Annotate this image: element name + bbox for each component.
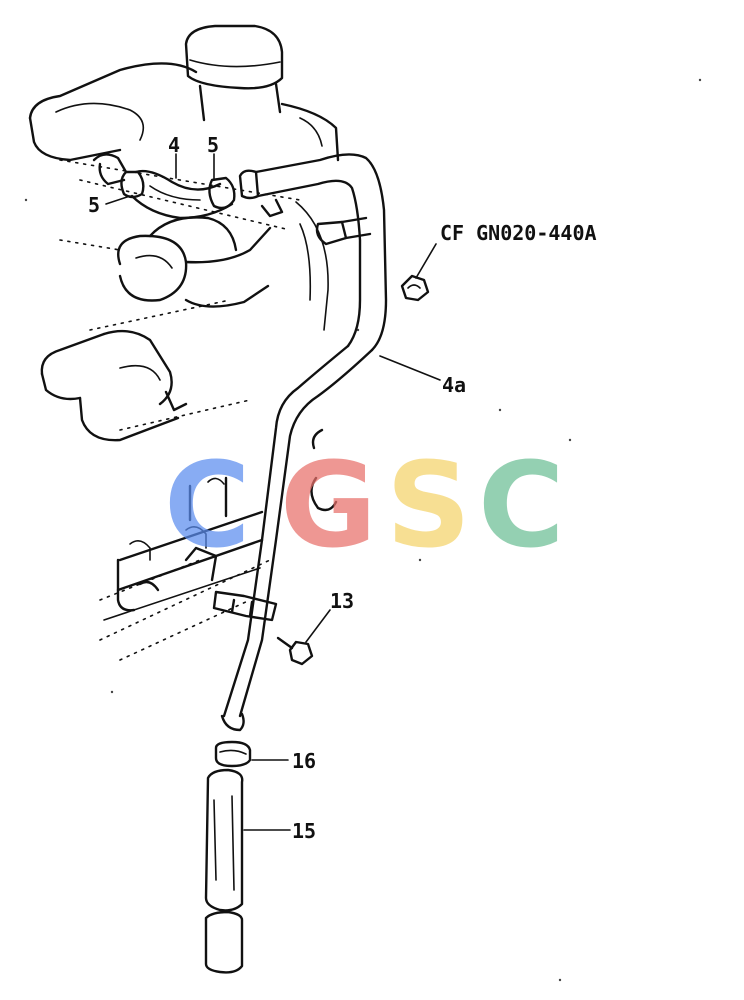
callout-labels: 4 5 5 CF GN020-440A 4a 13 16 15 bbox=[88, 133, 597, 843]
callout-16: 16 bbox=[292, 749, 316, 773]
callout-13: 13 bbox=[330, 589, 354, 613]
long-pipe-4a bbox=[212, 153, 388, 732]
callout-5-top: 5 bbox=[207, 133, 219, 157]
hose-15 bbox=[204, 768, 244, 974]
watermark-letter-c2: C bbox=[478, 436, 565, 574]
watermark-letter-c1: C bbox=[164, 436, 251, 574]
callout-5-left: 5 bbox=[88, 193, 100, 217]
callout-15: 15 bbox=[292, 819, 316, 843]
catalog-code: CF GN020-440A bbox=[440, 221, 597, 245]
callout-4a: 4a bbox=[442, 373, 466, 397]
watermark-letter-g: G bbox=[280, 436, 377, 574]
leader-lines bbox=[105, 153, 441, 831]
bolt-cf-icon bbox=[400, 274, 430, 302]
short-hose-4 bbox=[92, 153, 236, 220]
watermark-logo: C G S C bbox=[164, 436, 565, 574]
watermark-letter-s: S bbox=[386, 436, 471, 574]
callout-4: 4 bbox=[168, 133, 180, 157]
bolt-13-icon bbox=[276, 636, 314, 666]
engine-block bbox=[24, 24, 702, 982]
clamp-16 bbox=[214, 740, 252, 768]
